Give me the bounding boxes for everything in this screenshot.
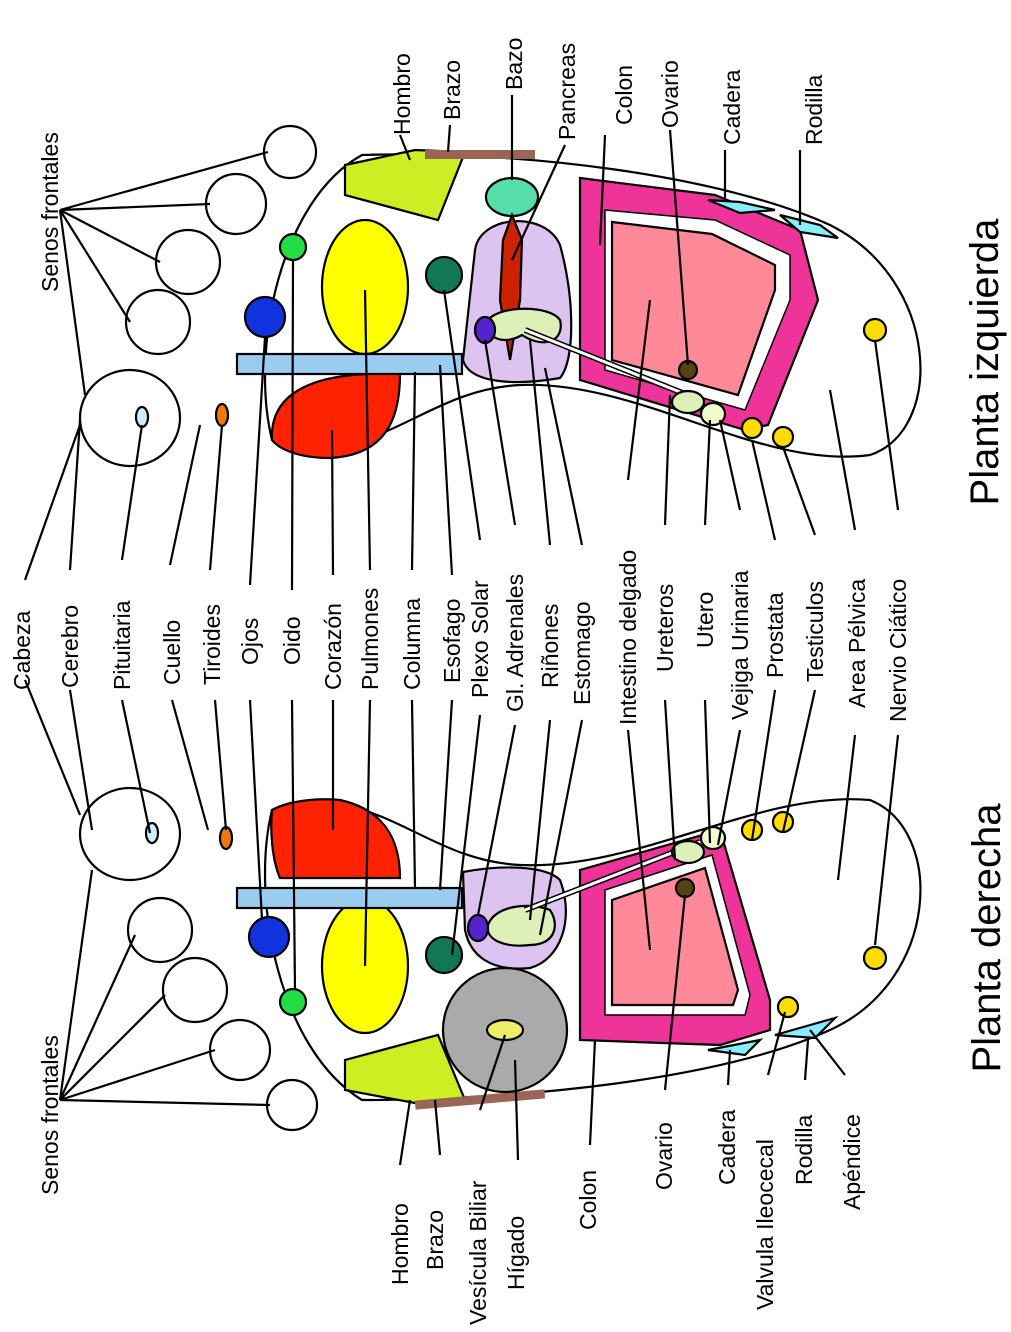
right-thyroid-zone <box>220 827 232 849</box>
label-top-rodilla: Rodilla <box>801 74 827 145</box>
label-vejiga: Vejiga Urinaria <box>727 570 753 720</box>
label-top-cadera: Cadera <box>719 69 745 145</box>
label-adrenales: Gl. Adrenales <box>502 574 528 712</box>
label-valvula: Valvula Ileocecal <box>752 1139 778 1310</box>
right-big-toe <box>80 788 180 880</box>
left-solar-plexus-zone <box>426 257 462 293</box>
label-cabeza: Cabeza <box>9 611 35 690</box>
label-bottom-colon: Colon <box>575 1170 601 1230</box>
left-eye-zone <box>245 297 285 337</box>
left-foot <box>80 126 920 466</box>
label-intestino: Intestino delgado <box>615 550 641 725</box>
label-vesicula: Vesícula Biliar <box>465 1180 491 1325</box>
label-oido: Oido <box>279 616 305 665</box>
left-toe-4 <box>206 174 266 234</box>
left-testicle-zone <box>773 427 793 447</box>
label-corazon: Corazón <box>320 603 346 690</box>
right-sciatic-zone <box>864 947 886 969</box>
right-bladder-zone <box>672 841 704 863</box>
right-foot <box>80 788 920 1130</box>
spleen-zone <box>486 178 538 216</box>
right-solar-plexus-zone <box>426 937 462 973</box>
left-thyroid-zone <box>216 404 228 426</box>
right-spine-zone <box>237 888 462 908</box>
label-columna: Columna <box>399 598 425 690</box>
left-prostate-zone <box>742 418 762 438</box>
label-bottom-cadera: Cadera <box>714 1109 740 1185</box>
label-top-ovario: Ovario <box>657 60 683 128</box>
label-top-colon: Colon <box>611 65 637 125</box>
right-toe-2 <box>128 898 192 962</box>
label-tiroides: Tiroides <box>199 604 225 685</box>
left-adrenal-zone <box>475 317 495 343</box>
right-ovary-zone <box>676 879 694 897</box>
right-toe-4 <box>210 1020 270 1080</box>
right-adrenal-zone <box>468 915 488 941</box>
label-top-pancreas: Pancreas <box>554 43 580 140</box>
label-ojos: Ojos <box>237 618 263 665</box>
left-toe-2 <box>126 290 190 354</box>
label-cerebro: Cerebro <box>57 605 83 688</box>
label-rinones: Riñones <box>537 604 563 688</box>
label-top-brazo: Brazo <box>439 60 465 120</box>
label-esofago: Esofago <box>439 599 465 683</box>
left-toe-5 <box>264 126 316 178</box>
right-toe-5 <box>267 1080 317 1130</box>
title-left-sole: Planta izquierda <box>963 218 1007 506</box>
right-heart-zone <box>271 799 400 878</box>
label-bottom-senos: Senos frontales <box>37 1035 63 1195</box>
label-top-hombro: Hombro <box>389 53 415 135</box>
left-sciatic-zone <box>864 319 886 341</box>
left-bladder-zone <box>672 391 704 413</box>
label-bottom-brazo: Brazo <box>422 1210 448 1270</box>
label-plexo-solar: Plexo Solar <box>467 580 493 698</box>
right-eye-zone <box>249 917 289 957</box>
left-spine-zone <box>237 354 462 374</box>
right-toe-3 <box>163 958 227 1022</box>
label-pulmones: Pulmones <box>357 588 383 690</box>
left-pituitary-zone <box>136 407 148 427</box>
label-bottom-rodilla: Rodilla <box>791 1114 817 1185</box>
label-prostata: Prostata <box>762 592 788 678</box>
label-cuello: Cuello <box>159 620 185 685</box>
label-bottom-hombro: Hombro <box>387 1203 413 1285</box>
label-top-bazo: Bazo <box>501 38 527 90</box>
label-higado: Hígado <box>503 1216 529 1290</box>
label-ureteros: Ureteros <box>652 584 678 672</box>
label-testiculos: Testiculos <box>802 581 828 682</box>
label-top-senos: Senos frontales <box>37 132 63 292</box>
title-right-sole: Planta derecha <box>965 803 1009 1073</box>
ileocecal-zone <box>778 997 798 1017</box>
right-ear-zone <box>280 989 306 1015</box>
left-ear-zone <box>280 234 306 260</box>
left-toe-3 <box>156 230 220 294</box>
label-estomago: Estomago <box>569 601 595 705</box>
label-pelvica: Area Pélvica <box>844 579 870 708</box>
left-big-toe <box>80 370 180 466</box>
label-bottom-ovario: Ovario <box>651 1122 677 1190</box>
label-pituitaria: Pituitaria <box>109 600 135 690</box>
label-utero: Utero <box>692 592 718 648</box>
label-ciatico: Nervio Ciático <box>885 579 911 722</box>
label-apendice: Apéndice <box>839 1114 865 1210</box>
left-arm-zone <box>425 150 535 159</box>
